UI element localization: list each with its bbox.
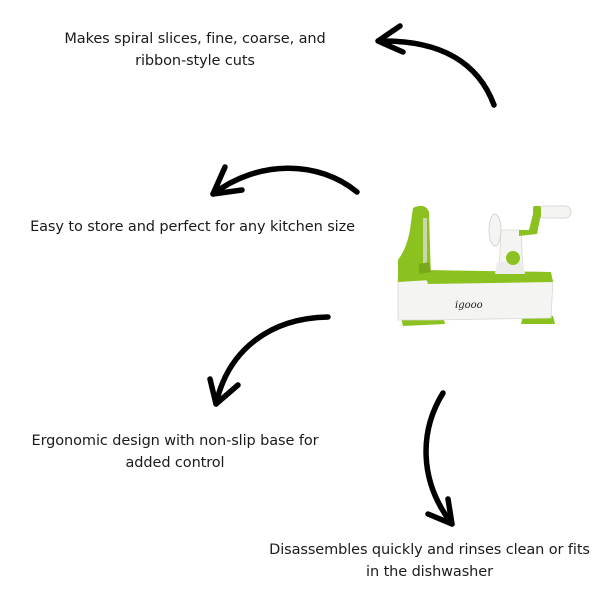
brand-logo: igooo <box>455 300 483 311</box>
curved-arrow-icon <box>210 164 360 197</box>
feature-caption-storage: Easy to store and perfect for any kitche… <box>30 219 355 235</box>
curved-arrow-icon <box>423 390 455 527</box>
feature-caption-spiral-cuts: Makes spiral slices, fine, coarse, and r… <box>64 31 326 69</box>
curved-arrow-icon <box>375 23 497 108</box>
feature-caption-ergonomic: Ergonomic design with non-slip base for … <box>31 433 319 471</box>
feature-caption-cleaning: Disassembles quickly and rinses clean or… <box>269 542 590 580</box>
spiralizer-product-image: igooo <box>397 205 572 326</box>
curved-arrow-icon <box>207 314 331 407</box>
